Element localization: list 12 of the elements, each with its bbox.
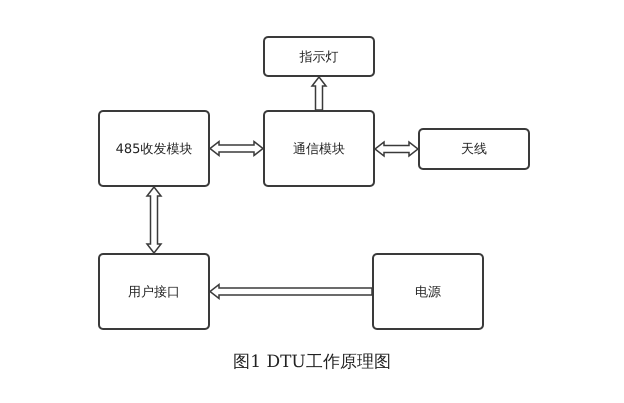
module-box: 电源 — [372, 253, 484, 330]
hollow-arrow — [208, 140, 264, 158]
hollow-arrow — [310, 76, 328, 111]
module-box: 通信模块 — [263, 110, 375, 187]
module-box: 用户接口 — [98, 253, 210, 330]
module-box: 天线 — [418, 128, 530, 170]
module-box: 指示灯 — [263, 36, 375, 77]
hollow-arrow — [145, 186, 163, 254]
figure-caption: 图1 DTU工作原理图 — [233, 352, 391, 372]
module-box: 485收发模块 — [98, 110, 210, 187]
hollow-arrow — [208, 282, 373, 300]
hollow-arrow — [374, 140, 420, 158]
